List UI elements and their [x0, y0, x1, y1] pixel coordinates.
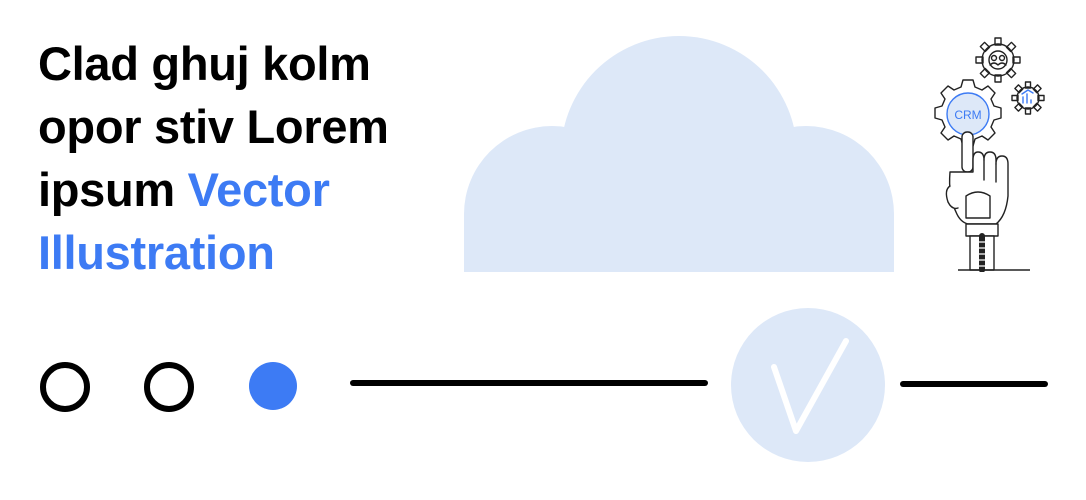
checkmark-icon [731, 308, 885, 462]
headline-line-1: Clad ghuj kolm [38, 37, 371, 90]
gear-icon [975, 37, 1021, 83]
crm-gear-label: CRM [954, 108, 981, 122]
headline-accent-1: Vector [187, 163, 330, 216]
headline-line-3: ipsum Vector [38, 158, 458, 221]
progress-step-3 [249, 362, 297, 410]
robot-hand-icon: CRM [934, 37, 1045, 272]
progress-step-1 [40, 362, 90, 412]
headline-line-2: opor stiv Lorem [38, 100, 389, 153]
headline-line-3-plain: ipsum [38, 163, 188, 216]
headline: Clad ghuj kolm opor stiv Lorem ipsum Vec… [38, 32, 458, 284]
divider-line-left [350, 380, 708, 386]
progress-step-2 [144, 362, 194, 412]
cloud-icon [464, 36, 894, 272]
divider-line-right [900, 381, 1048, 387]
headline-accent-2: Illustration [38, 226, 275, 279]
